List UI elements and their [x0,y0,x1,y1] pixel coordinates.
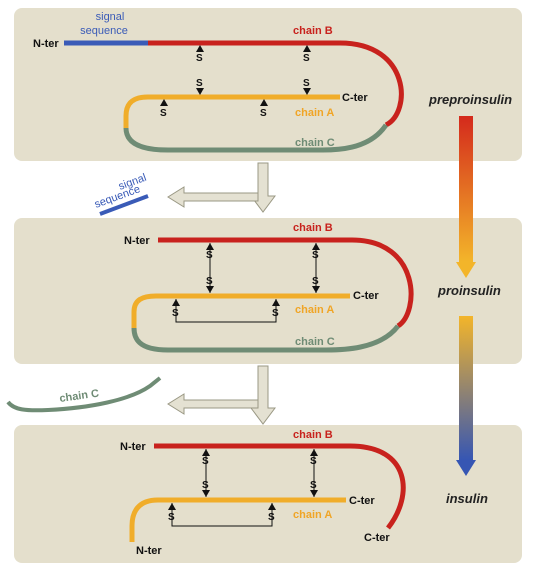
chain-b-curve [351,237,414,329]
n-ter-label: N-ter [120,441,146,453]
sulfur-label: S [202,456,209,467]
sulfur-label: S [312,276,319,287]
stage-label-insulin: insulin [446,491,488,506]
stage-label-preproinsulin: preproinsulin [428,92,512,107]
chain-b-curve [339,40,404,128]
chain-a-label: chain A [293,509,332,521]
sulfur-label: S [260,108,267,119]
signal-sequence-label-line2: sequence [80,25,128,37]
sulfur-label: S [272,308,279,319]
removed-chain-c: chain C [6,376,162,413]
chain-b-label: chain B [293,222,333,234]
sulfur-label: S [310,480,317,491]
n-ter-label: N-ter [136,545,162,557]
sulfur-label: S [303,53,310,64]
stage-arrow-1 [456,116,476,278]
sulfur-label: S [268,512,275,523]
n-ter-label: N-ter [33,38,59,50]
sulfur-label: S [168,512,175,523]
disulfide-bridges [171,449,315,527]
insulin-molecule: S S S S S S N-ter chain B C-ter chain A … [120,429,406,557]
c-ter-label: C-ter [349,495,375,507]
proinsulin-molecule: S S S S S S N-ter chain B C-ter chain A … [124,222,414,353]
sulfur-label: S [312,250,319,261]
c-ter-label: C-ter [342,92,368,104]
removed-signal-sequence: signal sequence [93,172,149,216]
chain-a-segment [131,293,350,328]
stage-label-proinsulin: proinsulin [437,283,501,298]
chain-c-label: chain C [295,137,335,149]
chain-a-label: chain A [295,304,334,316]
c-ter-label: C-ter [353,290,379,302]
chain-a-segment [123,94,340,128]
signal-sequence-label-line1: signal [96,11,125,23]
stage-arrow-2 [456,316,476,476]
processing-arrow-1 [167,162,276,213]
chain-c-segment [123,123,389,153]
chain-c-label: chain C [295,336,335,348]
sulfur-label: S [206,276,213,287]
chain-b-curve [349,443,406,530]
sulfur-label: S [310,456,317,467]
sulfur-label: S [172,308,179,319]
disulfide-bridges [175,243,317,323]
chain-a-label: chain A [295,107,334,119]
c-ter-label: C-ter [364,532,390,544]
sulfur-label: S [303,78,310,89]
chain-b-label: chain B [293,429,333,441]
chain-a-segment [129,497,346,542]
disulfide-markers [160,45,311,106]
sulfur-label: S [206,250,213,261]
sulfur-label: S [160,108,167,119]
panel-preproinsulin [14,8,522,161]
sulfur-label: S [202,480,209,491]
chain-b-label: chain B [293,25,333,37]
sulfur-label: S [196,53,203,64]
preproinsulin-molecule: S S S S S S signal sequence N-ter chain … [33,11,404,153]
n-ter-label: N-ter [124,235,150,247]
chain-c-segment [131,324,400,353]
chain-c-label: chain C [59,388,100,405]
processing-arrow-2 [167,365,276,425]
sulfur-label: S [196,78,203,89]
